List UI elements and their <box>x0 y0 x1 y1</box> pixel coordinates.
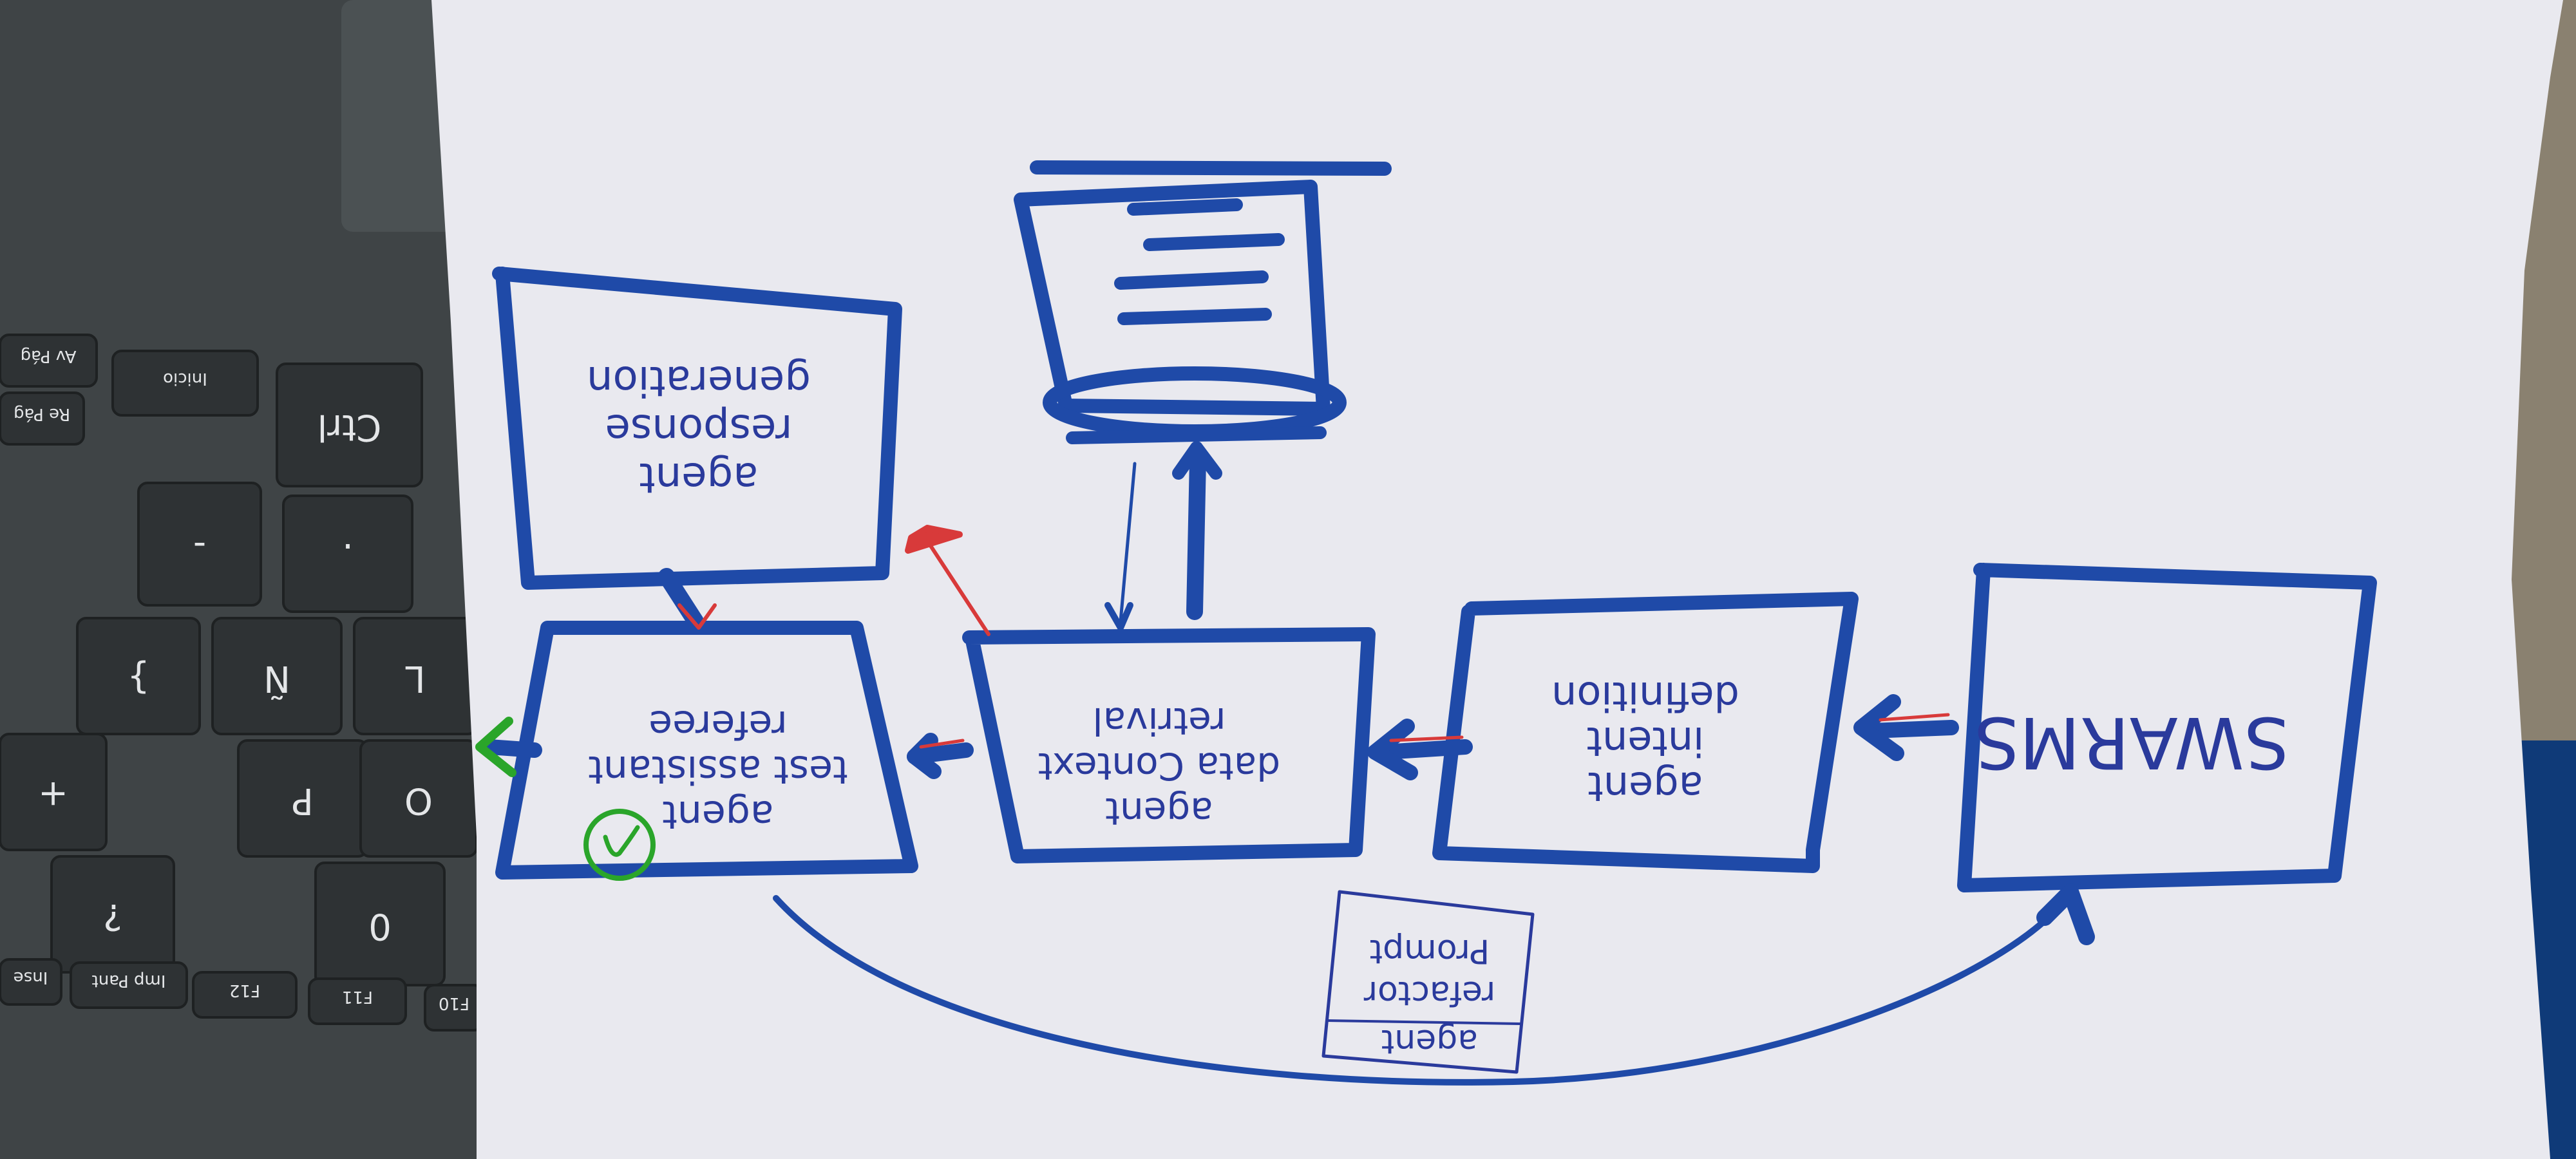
paper-sheet <box>431 0 2563 1159</box>
return-arc <box>773 883 2095 1086</box>
keyboard-key: + <box>0 733 108 851</box>
keyboard-key-label: O <box>404 780 433 822</box>
keyboard-key-label: P <box>292 780 314 822</box>
note-label-2: Prompt <box>1370 932 1490 970</box>
keyboard-key-label: Ctrl <box>317 406 382 448</box>
keyboard-key: F12 <box>192 971 298 1019</box>
box-data-context: agent data Context retrival <box>962 627 1376 863</box>
keyboard-key-label: + <box>38 773 68 815</box>
note-refactor-prompt: agent refactor Prompt <box>1321 890 1535 1074</box>
keyboard-key-label: Ñ <box>263 657 290 699</box>
keyboard-key-label: L <box>405 657 425 699</box>
keyboard-key: . <box>282 495 413 613</box>
keyboard-key: Av Pág <box>0 334 98 388</box>
keyboard-key-cap <box>70 961 188 1009</box>
keyboard-key: - <box>137 482 262 607</box>
box-swarms-label-0: SWARMS <box>1975 701 2289 784</box>
keyboard-key-label: Imp Pant <box>92 971 166 990</box>
database-icon <box>1014 160 1392 444</box>
keyboard-key-cap <box>211 617 343 735</box>
keyboard-key: } <box>76 617 201 735</box>
keyboard-key: Inse <box>0 958 62 1006</box>
box-intent-label-0: agent <box>1587 763 1703 810</box>
keyboard-key-label: ? <box>103 896 122 938</box>
keyboard-key: 0 <box>314 862 446 986</box>
keyboard-key-label: Av Pág <box>21 346 77 366</box>
keyboard-key-label: F12 <box>229 981 260 1000</box>
keyboard-key-label: Inse <box>14 968 48 987</box>
box-response-label-0: agent <box>639 453 759 501</box>
keyboard-key: ? <box>50 855 175 974</box>
check-mark-icon <box>583 809 656 881</box>
box-intent-label-1: intent <box>1587 718 1705 765</box>
keyboard-key-cap <box>137 482 262 607</box>
keyboard-key-cap <box>76 617 201 735</box>
box-test-label-2: referee <box>649 702 787 747</box>
keyboard-key: Inicio <box>111 350 259 417</box>
keyboard-key: Imp Pant <box>70 961 188 1009</box>
note-label-1: refactor <box>1363 974 1495 1012</box>
keyboard-key: F11 <box>308 977 407 1025</box>
keyboard-key-cap <box>0 733 108 851</box>
keyboard-key-label: 0 <box>368 905 392 947</box>
box-data-label-0: agent <box>1105 789 1213 833</box>
keyboard-key-cap <box>0 958 62 1006</box>
keyboard-key-cap <box>308 977 407 1025</box>
keyboard-key: F10 <box>424 984 484 1032</box>
box-data-label-2: retrival <box>1093 699 1226 743</box>
keyboard-key-label: F11 <box>342 987 373 1006</box>
keyboard-key-cap <box>0 334 98 388</box>
keyboard-key-cap <box>111 350 259 417</box>
box-response-label-2: generation <box>587 357 811 404</box>
keyboard-key-label: Re Pág <box>14 404 70 424</box>
box-response-label-1: response <box>605 405 793 453</box>
keyboard-key-cap <box>276 363 423 487</box>
keyboard-key-cap <box>192 971 298 1019</box>
keyboard-key: Re Pág <box>0 391 85 446</box>
sketch: SWARMS agent intent definition agent dat… <box>475 160 2377 1086</box>
box-test-referee: agent test assistant referee <box>495 621 918 881</box>
box-swarms: SWARMS <box>1957 563 2377 892</box>
box-intent: agent intent definition <box>1432 592 1859 873</box>
keyboard-key-label: . <box>342 535 354 577</box>
box-response-generation: agent response generation <box>492 267 902 590</box>
box-test-label-1: test assistant <box>588 747 848 792</box>
flow-arrows <box>475 441 1959 780</box>
keyboard-key: O <box>359 739 478 858</box>
keyboard-key-label: - <box>193 525 206 567</box>
box-intent-label-2: definition <box>1551 673 1739 720</box>
keyboard-key-cap <box>0 391 85 446</box>
keyboard-key-label: Inicio <box>163 369 207 388</box>
keyboard-key: Ñ <box>211 617 343 735</box>
keyboard-key-cap <box>282 495 413 613</box>
keyboard-key: Ctrl <box>276 363 423 487</box>
box-data-label-1: data Context <box>1038 744 1280 788</box>
box-test-label-0: agent <box>662 792 773 837</box>
note-label-0: agent <box>1381 1022 1478 1060</box>
keyboard-key-label: F10 <box>439 994 469 1013</box>
keyboard-key-label: } <box>127 657 150 699</box>
keyboard-key: L <box>353 617 478 735</box>
keyboard-key: P <box>237 739 368 858</box>
